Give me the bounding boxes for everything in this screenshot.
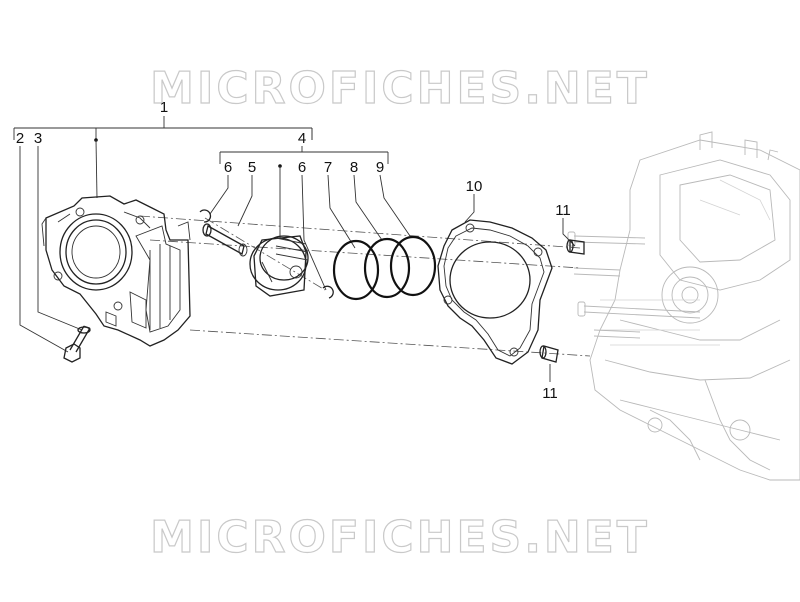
callout-6-right: 6 <box>298 159 306 176</box>
callout-1: 1 <box>160 99 168 116</box>
callout-11-top: 11 <box>555 202 571 219</box>
callout-7: 7 <box>324 159 332 176</box>
washer-icon <box>77 326 91 334</box>
bolt-icon <box>63 325 91 363</box>
ring-icon <box>332 235 437 301</box>
callout-10: 10 <box>466 178 483 195</box>
callout-11-bottom: 11 <box>542 385 558 402</box>
callout-9: 9 <box>376 159 384 176</box>
gasket-icon <box>437 219 553 365</box>
watermark-top: MICROFICHES.NET <box>150 63 650 114</box>
callout-5: 5 <box>248 159 256 176</box>
piston-icon <box>249 235 309 297</box>
callout-labels: 1 2 3 4 6 5 6 7 8 9 10 11 11 <box>16 99 571 402</box>
callout-3: 3 <box>34 130 42 147</box>
engine-block-icon <box>567 131 800 481</box>
cylinder-icon <box>41 195 191 347</box>
alignment-lines <box>139 215 591 357</box>
callout-brackets <box>13 116 389 168</box>
watermark-bottom: MICROFICHES.NET <box>150 512 650 563</box>
callout-6-left: 6 <box>224 159 232 176</box>
callout-4: 4 <box>298 130 306 147</box>
circlip-icon <box>199 209 334 299</box>
dowel-icon <box>539 239 585 363</box>
callout-2: 2 <box>16 130 24 147</box>
callout-8: 8 <box>350 159 358 176</box>
leader-lines <box>19 139 576 382</box>
pin-icon <box>202 223 248 257</box>
